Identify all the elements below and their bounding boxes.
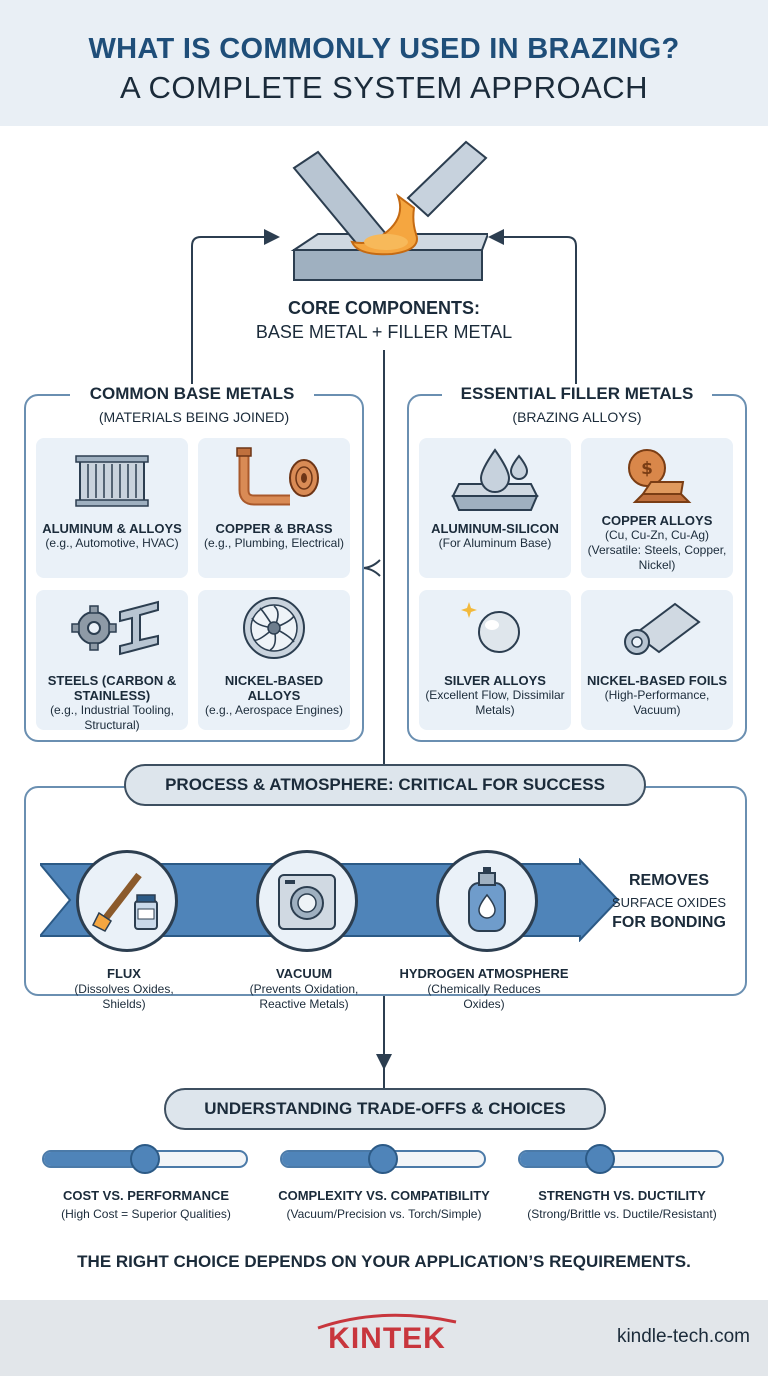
base-metal-card-aluminum: ALUMINUM & ALLOYS (e.g., Automotive, HVA… — [36, 438, 188, 578]
card-desc: (High-Performance, Vacuum) — [604, 688, 710, 717]
card-title: COPPER ALLOYS — [601, 513, 713, 528]
card-desc: (e.g., Aerospace Engines) — [204, 703, 344, 717]
tradeoff-desc-cost: (High Cost = Superior Qualities) — [61, 1207, 231, 1221]
base-metals-title: COMMON BASE METALS — [70, 384, 314, 404]
card-desc: (e.g., Automotive, HVAC) — [45, 536, 179, 550]
conclusion-text: THE RIGHT CHOICE DEPENDS ON YOUR APPLICA… — [77, 1252, 691, 1271]
filler-card-aluminum-silicon: ALUMINUM-SILICON (For Aluminum Base) — [419, 438, 571, 578]
foil-roll-icon — [624, 602, 701, 655]
droplet-icon — [451, 448, 539, 511]
brand-swoosh-icon — [317, 1313, 457, 1330]
core-components-subtitle: BASE METAL + FILLER METAL — [255, 322, 513, 342]
slider-fill — [282, 1152, 383, 1166]
core-components-title: CORE COMPONENTS: — [287, 298, 480, 318]
tradeoff-slider-complexity — [280, 1144, 486, 1174]
header-banner — [0, 0, 768, 126]
filler-metals-title: ESSENTIAL FILLER METALS — [442, 384, 712, 404]
gas-cylinder-icon — [468, 867, 506, 932]
flux-step-circle — [76, 850, 178, 952]
base-metals-subtitle: (MATERIALS BEING JOINED) — [98, 409, 290, 425]
svg-text:$: $ — [641, 459, 653, 479]
flux-step-desc: (Dissolves Oxides, Shields) — [74, 982, 174, 1011]
card-desc: (Excellent Flow, Dissimilar Metals) — [425, 688, 565, 717]
card-desc: (Versatile: Steels, Copper, Nickel) — [587, 543, 727, 572]
copper-pipe-icon — [236, 447, 319, 506]
card-title: SILVER ALLOYS — [444, 673, 546, 688]
card-title: ALUMINUM & ALLOYS — [42, 521, 182, 536]
card-title: STEELS (CARBON & STAINLESS) — [47, 673, 177, 703]
tradeoff-title-complexity: COMPLEXITY VS. COMPATIBILITY — [278, 1188, 490, 1203]
website-link[interactable]: kindle-tech.com — [616, 1326, 750, 1347]
vacuum-furnace-icon — [278, 874, 336, 930]
base-metal-card-steels: STEELS (CARBON & STAINLESS) (e.g., Indus… — [36, 590, 188, 732]
radiator-icon — [75, 455, 149, 507]
brazing-joint-icon — [290, 140, 488, 281]
filler-card-nickel-foils: NICKEL-BASED FOILS (High-Performance, Va… — [581, 590, 733, 730]
slider-track — [518, 1150, 724, 1168]
hydrogen-step-title: HYDROGEN ATMOSPHERE — [399, 966, 569, 981]
flux-step-title: FLUX — [107, 966, 141, 981]
card-desc: (e.g., Industrial Tooling, Structural) — [50, 703, 174, 732]
base-metal-card-nickel: NICKEL-BASED ALLOYS (e.g., Aerospace Eng… — [198, 590, 350, 730]
vacuum-step-desc: (Prevents Oxidation, Reactive Metals) — [249, 982, 359, 1011]
brush-jar-icon — [91, 872, 158, 932]
tradeoff-desc-strength: (Strong/Brittle vs. Ductile/Resistant) — [527, 1207, 717, 1221]
card-title: NICKEL-BASED ALLOYS — [224, 673, 324, 703]
tradeoff-desc-complexity: (Vacuum/Precision vs. Torch/Simple) — [286, 1207, 482, 1221]
tradeoff-title-strength: STRENGTH VS. DUCTILITY — [538, 1188, 706, 1203]
hydrogen-step-circle — [436, 850, 538, 952]
result-line-3: FOR BONDING — [612, 914, 726, 931]
footer-bar — [0, 1300, 768, 1376]
tradeoffs-title: UNDERSTANDING TRADE-OFFS & CHOICES — [164, 1088, 606, 1130]
tradeoff-slider-strength — [518, 1144, 724, 1174]
page-title: WHAT IS COMMONLY USED IN BRAZING? — [88, 33, 680, 65]
filler-card-copper-alloys: $ COPPER ALLOYS (Cu, Cu-Zn, Cu-Ag) (Vers… — [581, 438, 733, 578]
slider-fill — [44, 1152, 145, 1166]
tradeoff-title-cost: COST VS. PERFORMANCE — [62, 1188, 230, 1203]
base-metal-card-copper: COPPER & BRASS (e.g., Plumbing, Electric… — [198, 438, 350, 578]
page-subtitle: A COMPLETE SYSTEM APPROACH — [119, 70, 649, 105]
filler-card-silver-alloys: SILVER ALLOYS (Excellent Flow, Dissimila… — [419, 590, 571, 730]
result-line-1: REMOVES — [628, 872, 709, 889]
hydrogen-step-desc: (Chemically Reduces Oxides) — [427, 982, 541, 1011]
card-detail: (Cu, Cu-Zn, Cu-Ag) — [604, 528, 710, 542]
turbine-icon — [243, 597, 305, 659]
process-title: PROCESS & ATMOSPHERE: CRITICAL FOR SUCCE… — [124, 764, 646, 806]
card-title: COPPER & BRASS — [215, 521, 333, 536]
slider-knob — [585, 1144, 616, 1174]
slider-fill — [520, 1152, 601, 1166]
card-desc: (For Aluminum Base) — [438, 536, 552, 550]
tradeoff-slider-cost — [42, 1144, 248, 1174]
result-line-2: SURFACE OXIDES — [611, 895, 727, 910]
coin-ingot-icon: $ — [628, 449, 692, 503]
card-title: ALUMINUM-SILICON — [431, 521, 559, 536]
slider-knob — [130, 1144, 160, 1174]
slider-knob — [368, 1144, 398, 1174]
filler-metals-subtitle: (BRAZING ALLOYS) — [512, 409, 642, 425]
gear-beam-icon — [71, 600, 159, 656]
card-title: NICKEL-BASED FOILS — [586, 673, 728, 688]
vacuum-step-circle — [256, 850, 358, 952]
vacuum-step-title: VACUUM — [275, 966, 333, 981]
silver-sphere-icon — [461, 602, 520, 653]
brand-logo: KINTEK — [328, 1322, 446, 1355]
card-desc: (e.g., Plumbing, Electrical) — [203, 536, 345, 550]
